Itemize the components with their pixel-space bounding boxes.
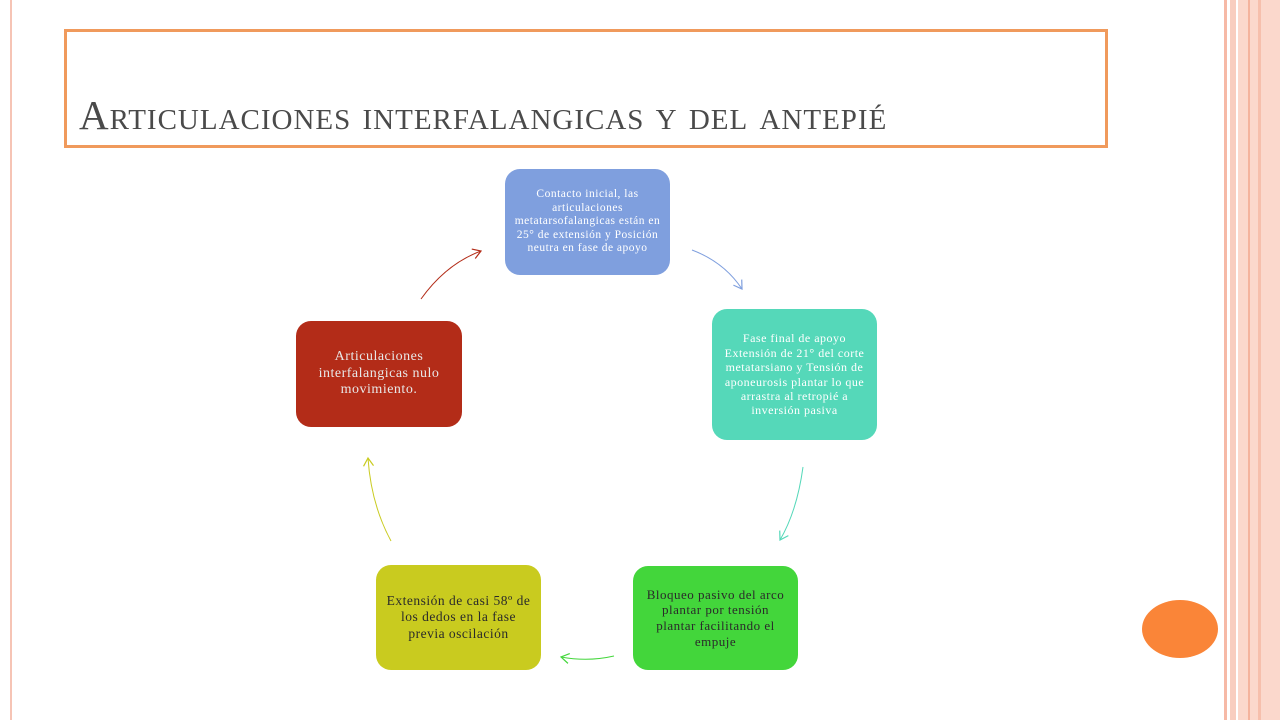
arrow-1-to-2 xyxy=(691,249,743,290)
right-decor-stripe xyxy=(1224,0,1227,720)
arrow-2-to-3 xyxy=(779,466,804,541)
node-text: Contacto inicial, las articulaciones met… xyxy=(514,188,661,255)
right-decor-stripe xyxy=(1248,0,1250,720)
slide-title: Articulaciones interfalangicas y del ant… xyxy=(79,92,888,138)
right-decor-stripe xyxy=(1230,0,1236,720)
cycle-node-initial-contact: Contacto inicial, las articulaciones met… xyxy=(505,169,670,275)
node-text: Articulaciones interfalangicas nulo movi… xyxy=(318,348,440,398)
cycle-node-toe-extension: Extensión de casi 58º de los dedos en la… xyxy=(376,565,541,670)
cycle-node-arch-lock: Bloqueo pasivo del arco plantar por tens… xyxy=(633,566,798,670)
accent-circle xyxy=(1142,600,1218,658)
node-text: Fase final de apoyo Extensión de 21° del… xyxy=(724,331,865,418)
arrow-5-to-1 xyxy=(420,248,483,300)
node-text: Extensión de casi 58º de los dedos en la… xyxy=(386,593,531,641)
cycle-node-interphalangeal: Articulaciones interfalangicas nulo movi… xyxy=(296,321,462,427)
right-decor-stripe xyxy=(1258,0,1261,720)
arrow-3-to-4 xyxy=(559,652,615,664)
cycle-node-final-support: Fase final de apoyo Extensión de 21° del… xyxy=(712,309,877,440)
node-text: Bloqueo pasivo del arco plantar por tens… xyxy=(646,586,785,649)
title-box: Articulaciones interfalangicas y del ant… xyxy=(64,29,1108,148)
left-border-line xyxy=(10,0,12,720)
arrow-4-to-5 xyxy=(363,456,392,542)
